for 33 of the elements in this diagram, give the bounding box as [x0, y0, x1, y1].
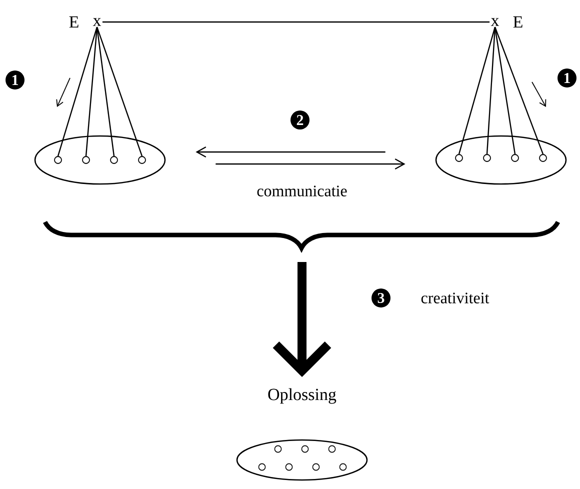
point-label: E: [69, 16, 78, 28]
line: [494, 26, 544, 154]
small-circle: [511, 154, 519, 162]
small-circle: [455, 154, 463, 162]
callout-number: 1: [6, 70, 24, 90]
point-label: x: [490, 18, 500, 26]
line: [96, 27, 115, 156]
line: [102, 21, 490, 23]
point-label: E: [513, 16, 522, 28]
line: [85, 27, 98, 156]
point-label: x: [92, 18, 102, 26]
line: [486, 27, 496, 154]
small-circle: [138, 156, 146, 164]
callout-number: 1: [558, 68, 576, 88]
note-text: creativiteit: [421, 292, 490, 304]
small-circle: [110, 156, 118, 164]
line: [494, 27, 516, 154]
small-circle: [483, 154, 491, 162]
callout-number: 3: [372, 288, 390, 308]
line: [57, 26, 98, 156]
small-circle: [54, 156, 62, 164]
heading-text: Oplossing: [268, 388, 336, 404]
group-ellipse: [34, 135, 166, 185]
callout-number: 2: [290, 110, 310, 130]
large-arrow: [272, 262, 332, 378]
group-ellipse: [435, 135, 567, 185]
small-circle: [82, 156, 90, 164]
arrow: [216, 158, 406, 170]
small-circle: [539, 154, 547, 162]
edge-label: communicatie: [256, 184, 348, 198]
line: [458, 26, 496, 154]
arrow: [196, 146, 386, 158]
line: [96, 26, 143, 156]
